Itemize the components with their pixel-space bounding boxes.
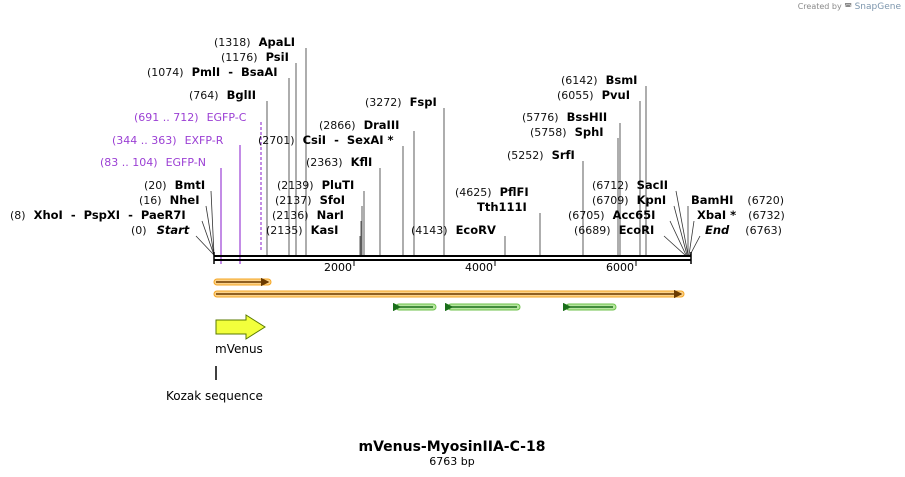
enzyme-site: (6709)KpnI [592,193,666,207]
enzyme-site: BamHI(6720) [691,193,784,207]
orf-tracks [213,277,685,312]
enzyme-site: (4625)PflFI [455,185,529,199]
axis-tick-label: 4000 [465,261,493,274]
sequence-backbone: 2000 4000 6000 [213,252,692,274]
enzyme-site: Tth111I [477,200,527,214]
site-connector-lines [195,48,701,256]
enzyme-site: XbaI *(6732) [697,208,785,222]
snapgene-credit: Created by ◚ SnapGene [798,2,901,12]
enzyme-site: (4143)EcoRV [411,223,496,237]
enzyme-site: (2363)KflI [306,155,372,169]
enzyme-site: (6689)EcoRI [574,223,654,237]
primer-labels: (691 .. 712)EGFP-C (344 .. 363)EXFP-R (8… [100,111,247,169]
enzyme-site: (16)NheI [139,193,199,207]
axis-tick-label: 6000 [606,261,634,274]
enzyme-site: (2135)KasI [266,223,338,237]
primer-label: (83 .. 104)EGFP-N [100,156,206,169]
enzyme-site: (1074)PmlI - BsaAI [147,65,278,79]
enzyme-site: (5758)SphI [530,125,604,139]
primer-label: (344 .. 363)EXFP-R [112,134,224,147]
enzyme-site: (5776)BssHII [522,110,607,124]
enzyme-site: (5252)SrfI [507,148,575,162]
sequence-length: 6763 bp [429,455,474,468]
enzyme-site: (1318)ApaLI [214,35,295,49]
feature-label: mVenus [215,342,263,356]
enzyme-site: (764)BglII [189,88,256,102]
enzyme-site: End(6763) [705,223,782,237]
enzyme-site: (2137)SfoI [275,193,345,207]
enzyme-site: (6055)PvuI [557,88,630,102]
mvenus-arrow-icon [215,314,266,340]
enzyme-site: (2139)PluTI [277,178,354,192]
credit-brand: SnapGene [854,2,901,12]
enzyme-site: (8)XhoI - PspXI - PaeR7I [10,208,186,222]
axis-tick-label: 2000 [324,261,352,274]
feature-mvenus: mVenus [215,314,266,356]
enzyme-site: (2701)CsiI - SexAI * [258,133,394,147]
enzyme-site: (2136)NarI [272,208,344,222]
feature-kozak: Kozak sequence [166,366,263,403]
enzyme-site: (2866)DraIII [319,118,399,132]
enzyme-site: (1176)PsiI [221,50,289,64]
enzyme-site: (6142)BsmI [561,73,637,87]
primer-lines [220,122,262,264]
enzyme-site: (0)Start [131,223,190,237]
sequence-title: mVenus-MyosinIIA-C-18 [359,439,546,455]
enzyme-site: (6705)Acc65I [568,208,655,222]
enzyme-site: (3272)FspI [365,95,437,109]
enzyme-site: (6712)SacII [592,178,668,192]
snapgene-logo-icon: ◚ [844,2,853,11]
credit-prefix: Created by [797,2,842,11]
enzyme-site-labels: (1318)ApaLI (1176)PsiI (1074)PmlI - BsaA… [10,35,785,237]
enzyme-site: (20)BmtI [144,178,205,192]
feature-label: Kozak sequence [166,389,263,403]
primer-label: (691 .. 712)EGFP-C [134,111,247,124]
